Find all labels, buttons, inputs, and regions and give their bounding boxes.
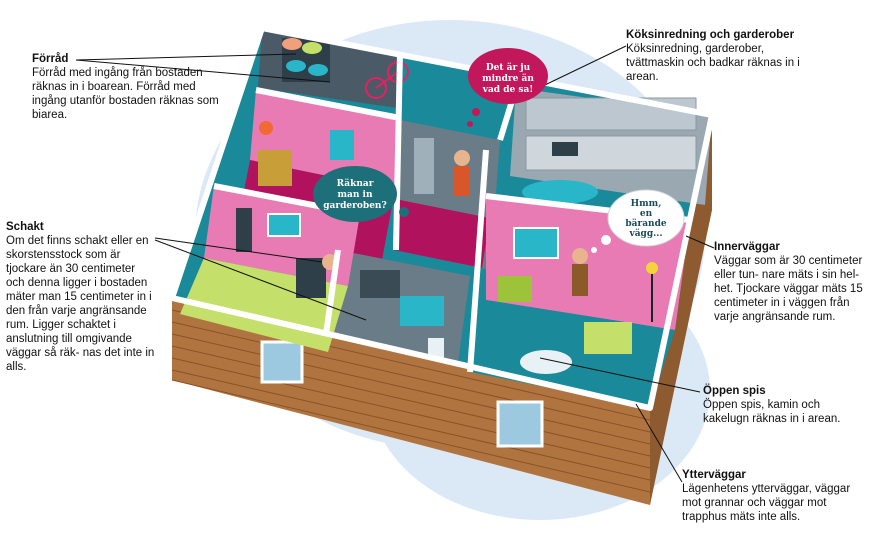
label-yttervaggar-body: Lägenhetens ytterväggar, väggar mot gran… (682, 483, 851, 523)
label-schakt-body: Om det finns schakt eller en skorstensst… (6, 235, 155, 373)
bubble-barande-line-4: vägg... (628, 228, 662, 239)
label-forrad-title: Förråd (32, 53, 69, 65)
right-wall (650, 115, 712, 505)
label-innervaggar-body: Väggar som är 30 centimeter eller tun- n… (714, 255, 863, 323)
label-yttervaggar: Ytterväggar Lägenhetens ytterväggar, väg… (682, 468, 862, 524)
label-yttervaggar-title: Ytterväggar (682, 469, 746, 481)
label-oppen-spis-body: Öppen spis, kamin och kakelugn räknas in… (703, 399, 841, 425)
label-koksinredning-body: Köksinredning, garderober, tvättmaskin o… (626, 43, 800, 83)
bubble-mindre-line-3: vad de sa! (482, 85, 534, 95)
label-schakt: Schakt Om det finns schakt eller en skor… (6, 220, 156, 374)
hallway (394, 120, 500, 270)
label-innervaggar: Innerväggar Väggar som är 30 centimeter … (714, 240, 864, 324)
kitchen (510, 88, 712, 205)
label-forrad-body: Förråd med ingång från bostaden räknas i… (32, 67, 219, 121)
bubble-barande: Hmm, en bärande vägg... (591, 189, 685, 253)
window-right (496, 400, 544, 448)
leader-lines (75, 45, 715, 483)
bubble-garderoben-line-1: Räknar (337, 178, 374, 189)
bubble-mindre-line-1: Det är ju (486, 62, 531, 73)
window-left (260, 340, 304, 384)
label-forrad: Förråd Förråd med ingång från bostaden r… (32, 52, 232, 122)
bathroom (326, 250, 470, 362)
bubble-mindre: Det är ju mindre än vad de sa! (467, 48, 548, 127)
label-koksinredning: Köksinredning och garderober Köksinredni… (626, 28, 808, 84)
bubble-garderoben-line-2: man in (338, 190, 373, 200)
bubble-garderoben: Räknar man in garderoben? (313, 166, 409, 222)
bubble-barande-line-1: Hmm, (631, 199, 662, 209)
label-oppen-spis-title: Öppen spis (703, 385, 766, 397)
label-koksinredning-title: Köksinredning och garderober (626, 29, 795, 41)
label-innervaggar-title: Innerväggar (714, 241, 780, 253)
label-schakt-title: Schakt (6, 221, 44, 233)
label-oppen-spis: Öppen spis Öppen spis, kamin och kakelug… (703, 384, 863, 426)
bubble-barande-line-3: bärande (625, 218, 667, 229)
bubble-mindre-line-2: mindre än (482, 73, 534, 84)
bubble-garderoben-line-3: garderoben? (323, 201, 386, 211)
bubble-barande-line-2: en (640, 209, 653, 219)
